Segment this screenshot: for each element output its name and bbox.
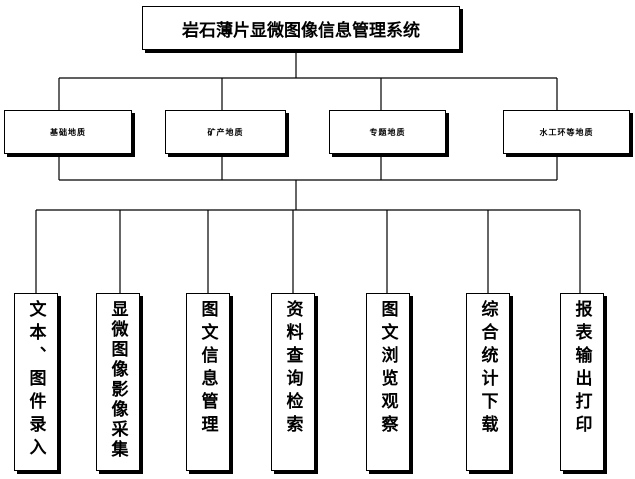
category-label: 矿产地质 [207, 126, 244, 137]
category-node-mineral-geology: 矿产地质 [165, 110, 286, 154]
function-node-image-capture: 显微图像影像采集 [96, 293, 140, 471]
category-node-hydro-engineering-geology: 水工环等地质 [503, 110, 630, 154]
function-label: 综合统计下载 [477, 300, 498, 438]
function-label: 图文信息管理 [197, 300, 218, 438]
category-label: 基础地质 [50, 126, 86, 137]
root-node-label: 岩石薄片显微图像信息管理系统 [182, 20, 420, 41]
category-node-thematic-geology: 专题地质 [329, 110, 446, 154]
function-node-text-input: 文本、图件录入 [14, 293, 58, 471]
function-node-info-management: 图文信息管理 [186, 293, 230, 471]
category-label: 专题地质 [369, 126, 406, 137]
category-label: 水工环等地质 [539, 126, 594, 137]
function-node-statistics-download: 综合统计下载 [466, 293, 510, 471]
function-label: 文本、图件录入 [25, 300, 46, 461]
function-label: 图文浏览观察 [377, 300, 398, 438]
category-node-basic-geology: 基础地质 [4, 110, 132, 154]
function-node-report-print: 报表输出打印 [560, 293, 604, 471]
function-node-query-retrieval: 资料查询检索 [271, 293, 315, 471]
function-label: 显微图像影像采集 [107, 300, 128, 460]
root-node: 岩石薄片显微图像信息管理系统 [142, 6, 460, 50]
function-label: 资料查询检索 [282, 300, 303, 438]
function-node-browse-view: 图文浏览观察 [366, 293, 410, 471]
function-label: 报表输出打印 [571, 300, 592, 438]
